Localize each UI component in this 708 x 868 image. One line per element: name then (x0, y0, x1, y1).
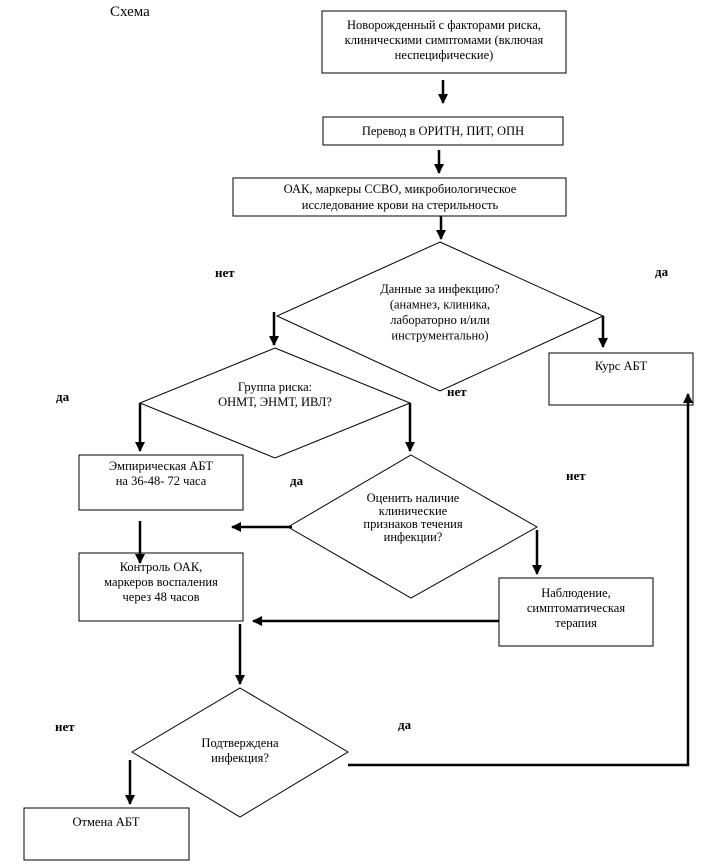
node-control-box (78, 552, 244, 622)
node-text-line: через 48 часов (122, 590, 199, 604)
node-text-line: клиническими симптомами (включая (345, 33, 544, 47)
label-confirmed-yes: да (398, 717, 412, 732)
node-text-line: клинические (379, 504, 448, 518)
node-text-line: (анамнез, клиника, (390, 298, 490, 312)
node-text-line: Новорожденный с факторами риска, (347, 18, 541, 32)
node-tests-box (232, 177, 567, 217)
node-text-line: Оценить наличие (367, 491, 460, 505)
node-risk-group-text: Группа риска:ОНМТ, ЭНМТ, ИВЛ? (218, 380, 332, 409)
node-text-line: Контроль ОАК, (120, 560, 203, 574)
node-cancel-abt-box (23, 807, 190, 861)
node-abt-course-box (548, 352, 694, 406)
node-risk-group-diamond (138, 347, 412, 459)
node-text-line: ОНМТ, ЭНМТ, ИВЛ? (218, 395, 332, 409)
label-assess-no: нет (566, 468, 586, 483)
label-confirmed-no: нет (55, 719, 75, 734)
connectors (125, 80, 693, 805)
node-abt-course-text: Курс АБТ (595, 359, 648, 373)
label-assess-yes: да (290, 473, 304, 488)
node-transfer-text: Перевод в ОРИТН, ПИТ, ОПН (362, 124, 524, 138)
node-newborn-box (321, 10, 567, 74)
node-text-line: исследование крови на стерильность (302, 198, 499, 212)
node-cancel-abt-text: Отмена АБТ (73, 815, 140, 829)
node-text-line: Перевод в ОРИТН, ПИТ, ОПН (362, 124, 524, 138)
node-text-line: инфекции? (384, 530, 443, 544)
node-text-line: инфекция? (211, 751, 269, 765)
node-text-line: на 36-48- 72 часа (116, 474, 207, 488)
node-infection-data-diamond (275, 241, 605, 392)
node-text-line: неспецифические) (395, 48, 494, 62)
node-text-line: маркеров воспаления (104, 575, 218, 589)
node-text-line: терапия (555, 616, 597, 630)
node-text-line: Наблюдение, (541, 586, 611, 600)
node-text-line: ОАК, маркеры ССВО, микробиологическое (284, 182, 517, 196)
node-confirmed-diamond (131, 687, 349, 818)
diagram-title: Схема (110, 4, 150, 20)
node-text-line: Подтверждена (201, 736, 279, 750)
node-text-line: Эмпирическая АБТ (109, 459, 214, 473)
node-text-line: симптоматическая (527, 601, 625, 615)
label-risk-yes: да (56, 389, 70, 404)
node-text-line: лабораторно и/или (390, 313, 490, 327)
label-infection-no-bottom: нет (447, 384, 467, 399)
label-infection-yes: да (655, 264, 669, 279)
node-observation-box (498, 577, 654, 647)
node-tests-text: ОАК, маркеры ССВО, микробиологическое исс… (284, 182, 517, 212)
node-text-line: Группа риска: (238, 380, 312, 394)
node-text-line: Отмена АБТ (73, 815, 140, 829)
node-text-line: Курс АБТ (595, 359, 648, 373)
node-text-line: инструментально) (391, 329, 488, 343)
node-text-line: признаков течения (363, 517, 462, 531)
node-newborn-text: Новорожденный с факторами риска,клиничес… (345, 18, 544, 62)
node-text-line: Данные за инфекцию? (380, 282, 500, 296)
node-transfer-box (322, 116, 564, 146)
node-infection-data-text: Данные за инфекцию? (анамнез, клиника,лаб… (380, 282, 500, 343)
node-empiric-abt-box (78, 454, 244, 511)
label-infection-no: нет (215, 265, 235, 280)
node-assess-signs-diamond (287, 454, 539, 599)
arrow-confirmed-yes-to-course (348, 750, 690, 767)
